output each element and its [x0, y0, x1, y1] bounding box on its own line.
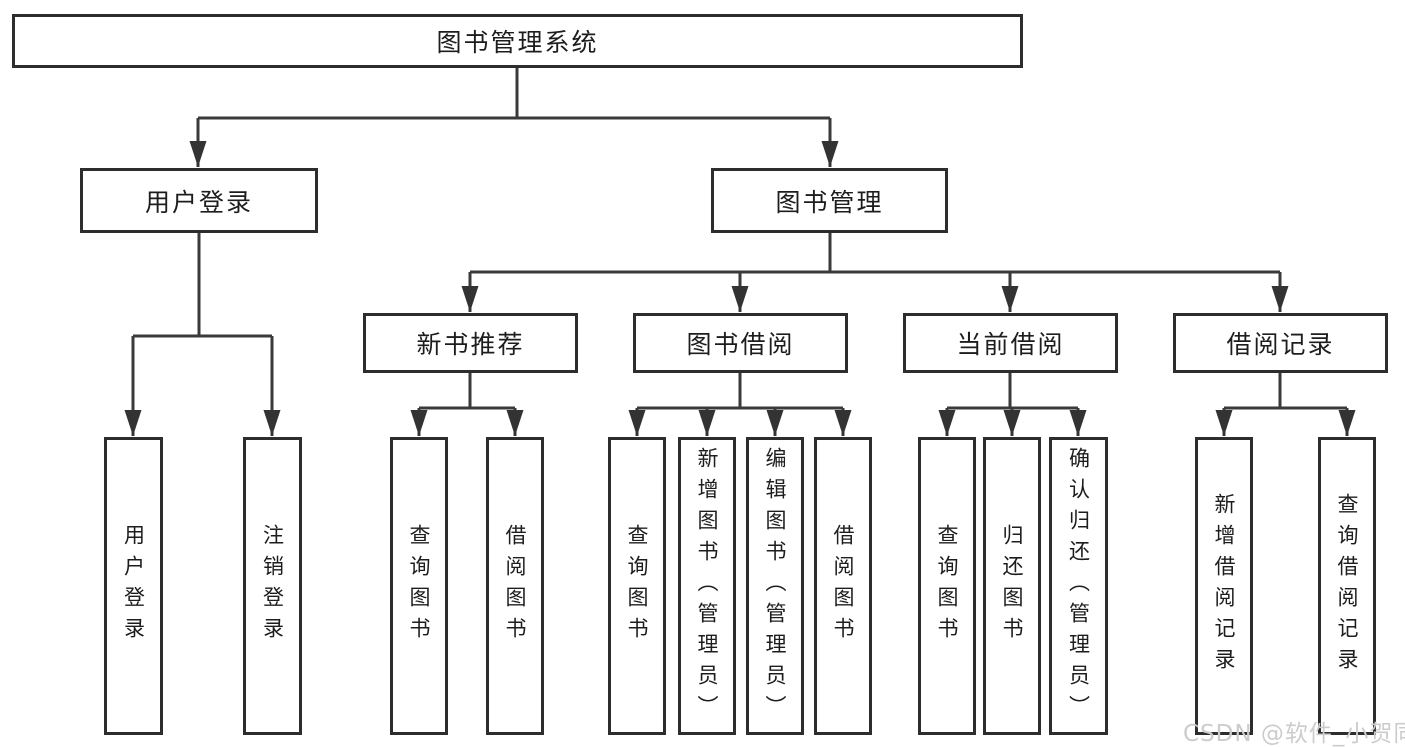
- leaf-borrow-books-recommend: 借阅图书: [486, 437, 544, 735]
- leaf-user-login: 用户登录: [104, 437, 163, 735]
- leaf-edit-books-admin: 编辑图书（管理员）: [746, 437, 804, 735]
- node-book-borrowing: 图书借阅: [633, 313, 848, 373]
- node-book-management-label: 图书管理: [775, 187, 884, 217]
- connector-book-borrow-children: [628, 373, 852, 436]
- node-current-borrowing: 当前借阅: [903, 313, 1118, 373]
- node-new-book-recommend: 新书推荐: [363, 313, 578, 373]
- node-user-login: 用户登录: [80, 168, 318, 233]
- leaf-query-borrow-record-label: 查询借阅记录: [1335, 493, 1359, 679]
- node-current-borrowing-label: 当前借阅: [956, 330, 1065, 359]
- leaf-logout-label: 注销登录: [260, 524, 285, 648]
- leaf-confirm-return-admin: 确认归还（管理员）: [1049, 437, 1108, 735]
- leaf-edit-books-admin-label: 编辑图书（管理员）: [763, 446, 787, 726]
- connector-borrow-records-children: [1215, 373, 1356, 436]
- connector-root-to-level2: [189, 68, 839, 167]
- leaf-query-books-borrow-label: 查询图书: [625, 524, 649, 648]
- leaf-logout: 注销登录: [243, 437, 302, 735]
- leaf-user-login-label: 用户登录: [121, 524, 146, 648]
- leaf-confirm-return-admin-label: 确认归还（管理员）: [1066, 446, 1091, 726]
- leaf-add-borrow-record: 新增借阅记录: [1195, 437, 1253, 735]
- node-borrow-records: 借阅记录: [1173, 313, 1388, 373]
- leaf-query-books-recommend: 查询图书: [390, 437, 448, 735]
- csdn-watermark: CSDN @软件_小贺同学: [1183, 721, 1405, 747]
- node-user-login-label: 用户登录: [144, 187, 253, 217]
- connector-current-borrow-children: [938, 373, 1087, 436]
- leaf-query-books-recommend-label: 查询图书: [407, 524, 431, 648]
- leaf-add-books-admin: 新增图书（管理员）: [678, 437, 736, 735]
- leaf-return-books: 归还图书: [983, 437, 1041, 735]
- leaf-query-books-borrow: 查询图书: [608, 437, 666, 735]
- connector-book-mgmt-children: [461, 233, 1289, 312]
- leaf-query-borrow-record: 查询借阅记录: [1318, 437, 1376, 735]
- leaf-borrow-books-recommend-label: 借阅图书: [503, 524, 527, 648]
- connector-user-login-children: [124, 233, 281, 436]
- leaf-borrow-books: 借阅图书: [814, 437, 872, 735]
- node-new-book-recommend-label: 新书推荐: [416, 330, 525, 359]
- leaf-add-borrow-record-label: 新增借阅记录: [1212, 493, 1236, 679]
- node-borrow-records-label: 借阅记录: [1226, 330, 1335, 359]
- leaf-return-books-label: 归还图书: [1000, 524, 1024, 648]
- leaf-add-books-admin-label: 新增图书（管理员）: [695, 446, 719, 726]
- node-book-borrowing-label: 图书借阅: [686, 330, 795, 359]
- connector-new-book-rec-children: [410, 373, 524, 436]
- leaf-query-books-current-label: 查询图书: [935, 524, 959, 648]
- leaf-query-books-current: 查询图书: [918, 437, 976, 735]
- node-library-system: 图书管理系统: [12, 14, 1023, 68]
- node-library-system-label: 图书管理系统: [436, 28, 599, 57]
- node-book-management: 图书管理: [711, 168, 948, 233]
- leaf-borrow-books-label: 借阅图书: [831, 524, 855, 648]
